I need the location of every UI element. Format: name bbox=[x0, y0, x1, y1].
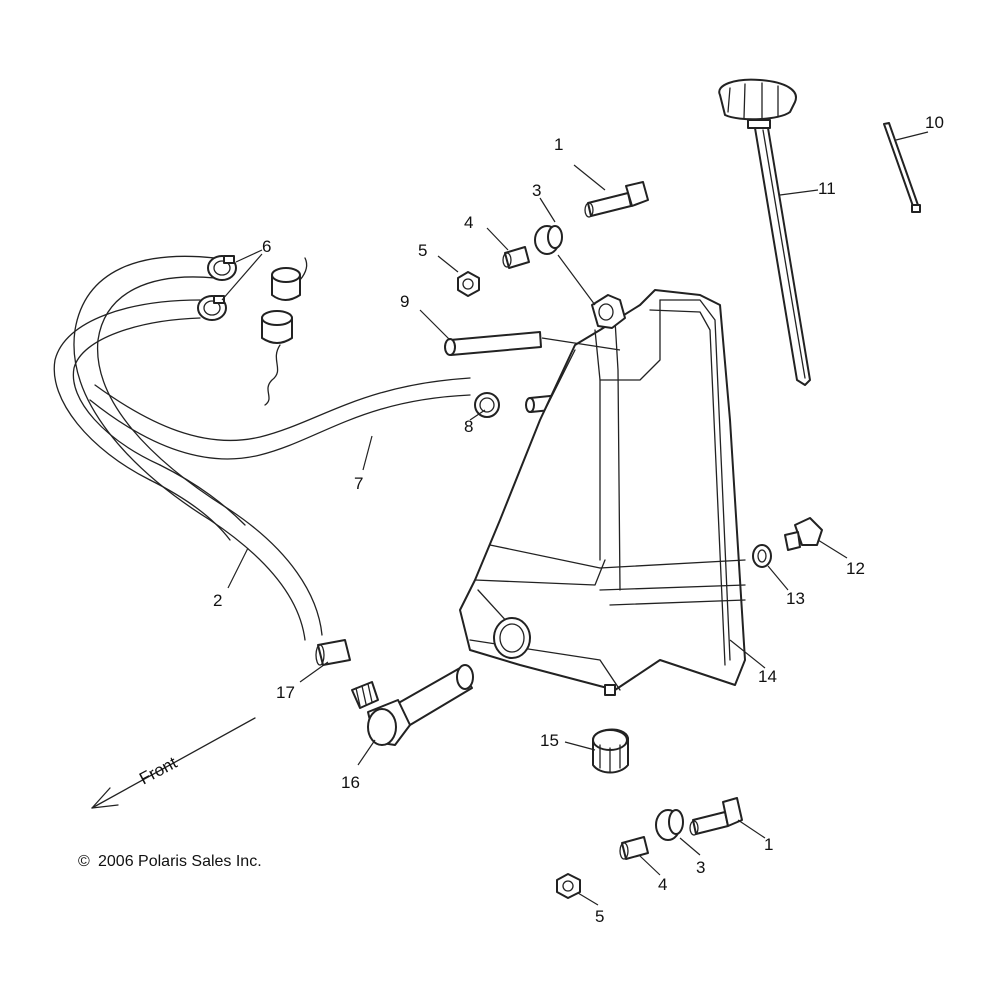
clamp-8 bbox=[474, 392, 500, 418]
callout-12: 12 bbox=[846, 559, 865, 578]
callout-13: 13 bbox=[786, 589, 805, 608]
front-direction-arrow: Front bbox=[91, 717, 256, 809]
bolt-1-upper bbox=[584, 181, 649, 218]
callout-9: 9 bbox=[400, 292, 409, 311]
spacer-4-lower bbox=[619, 836, 649, 860]
callout-8: 8 bbox=[464, 417, 473, 436]
sleeve-17 bbox=[315, 639, 351, 666]
callout-5-upper: 5 bbox=[418, 241, 427, 260]
callout-16: 16 bbox=[341, 773, 360, 792]
callout-2: 2 bbox=[213, 591, 222, 610]
nut-5-lower bbox=[556, 873, 581, 899]
oil-tank-14 bbox=[459, 289, 746, 696]
hose-7 bbox=[89, 377, 471, 460]
callout-labels: 1 3 4 5 6 9 8 7 10 11 12 13 14 2 17 16 1… bbox=[213, 113, 944, 926]
callout-1-lower: 1 bbox=[764, 835, 773, 854]
tie-strap-10 bbox=[883, 122, 921, 213]
callout-3-lower: 3 bbox=[696, 858, 705, 877]
callout-6: 6 bbox=[262, 237, 271, 256]
elbow-fitting-16 bbox=[351, 664, 474, 746]
tube-9 bbox=[444, 331, 542, 356]
clamp-6-lower bbox=[197, 295, 227, 321]
callout-1-upper: 1 bbox=[554, 135, 563, 154]
cap-15 bbox=[592, 728, 629, 774]
washer-13 bbox=[752, 544, 772, 568]
plug-12 bbox=[784, 517, 823, 551]
grommet-3-lower bbox=[655, 809, 684, 841]
callout-10: 10 bbox=[925, 113, 944, 132]
copyright-text: 2006 Polaris Sales Inc. bbox=[98, 853, 262, 870]
bolt-1-lower bbox=[689, 797, 743, 836]
hose-2 bbox=[53, 255, 323, 641]
hose-plug-lower bbox=[261, 310, 293, 406]
callout-17: 17 bbox=[276, 683, 295, 702]
dipstick-11 bbox=[718, 78, 811, 386]
front-label: Front bbox=[136, 753, 180, 789]
hose-plug-upper bbox=[271, 257, 308, 301]
copyright-notice: © 2006 Polaris Sales Inc. bbox=[78, 853, 262, 870]
callout-5-lower: 5 bbox=[595, 907, 604, 926]
callout-3-upper: 3 bbox=[532, 181, 541, 200]
callout-15: 15 bbox=[540, 731, 559, 750]
spacer-4-upper bbox=[502, 246, 530, 269]
callout-4-lower: 4 bbox=[658, 875, 667, 894]
leader-lines bbox=[221, 131, 929, 906]
callout-4-upper: 4 bbox=[464, 213, 473, 232]
clamp-6-upper bbox=[207, 255, 237, 281]
callout-14: 14 bbox=[758, 667, 777, 686]
grommet-3-upper bbox=[534, 225, 563, 255]
callout-11: 11 bbox=[818, 179, 836, 198]
nut-5-upper bbox=[457, 271, 480, 297]
callout-7: 7 bbox=[354, 474, 363, 493]
copyright-symbol: © bbox=[78, 853, 90, 870]
